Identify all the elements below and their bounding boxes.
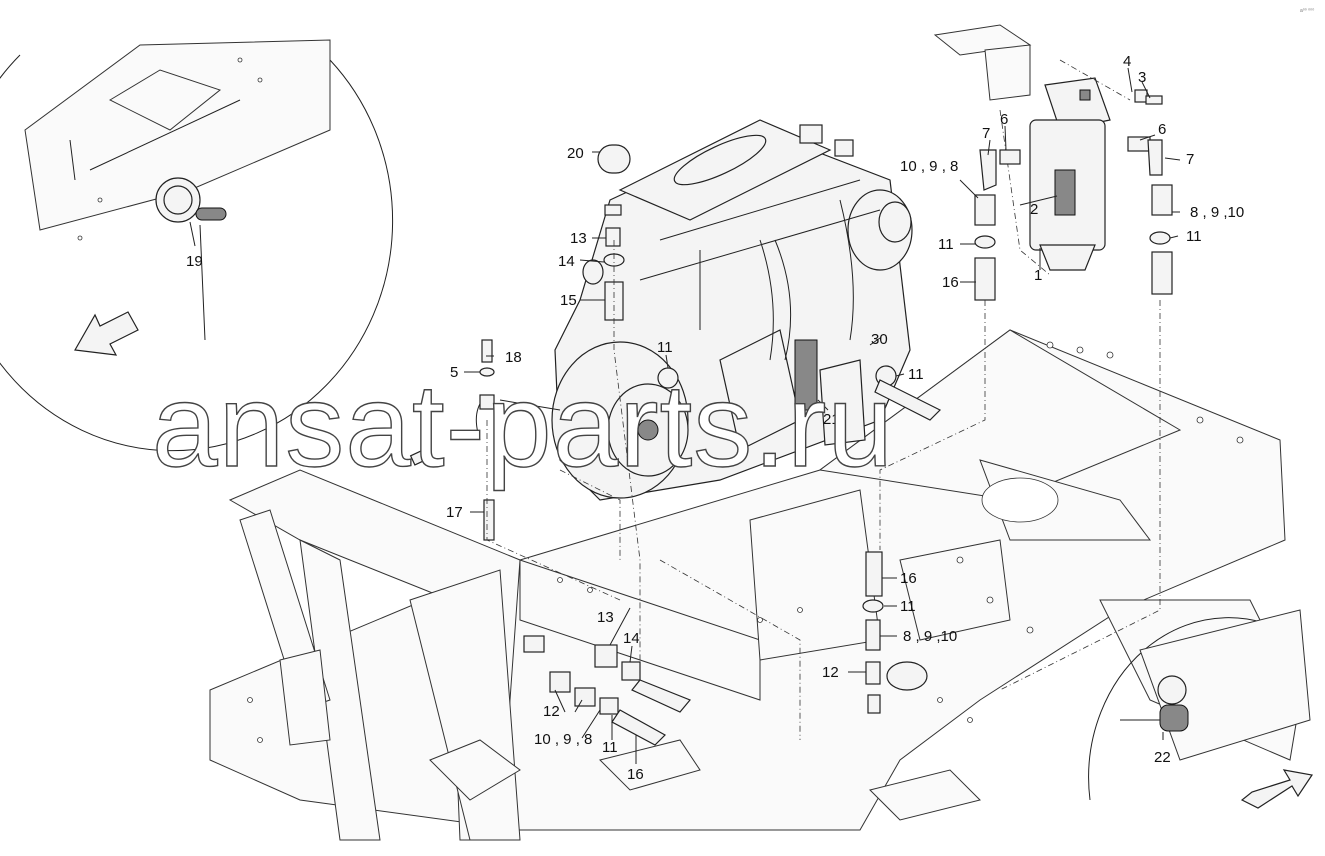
leader-lines	[189, 67, 1181, 764]
callout-7: 7	[982, 125, 990, 142]
callout-6: 6	[1000, 111, 1008, 128]
fuel-filter-assembly	[933, 24, 1131, 276]
callout-20: 20	[567, 145, 584, 162]
callout-16: 16	[627, 766, 644, 783]
callout-11: 11	[938, 236, 954, 253]
detail-circle-19	[0, 39, 394, 452]
callout-8-9-10: 8 , 9 ,10	[903, 628, 957, 645]
frame-holes	[247, 341, 1244, 743]
callout-4: 4	[1123, 53, 1131, 70]
callout-18: 18	[505, 349, 522, 366]
callout-2: 2	[1030, 201, 1038, 218]
engine	[551, 119, 913, 501]
callout-17: 17	[446, 504, 463, 521]
watermark: ansat-parts.ru	[152, 360, 894, 492]
corner-mark: a⁰⁰ ⁰⁰⁰	[1300, 8, 1314, 14]
assembly-lines	[486, 240, 1161, 740]
callout-11: 11	[1186, 228, 1202, 245]
callout-15: 15	[560, 292, 577, 309]
fittings-and-hoses	[409, 89, 1173, 746]
callout-16: 16	[942, 274, 959, 291]
callout-10-9-8: 10 , 9 , 8	[900, 158, 958, 175]
callout-19: 19	[186, 253, 203, 270]
callout-11: 11	[657, 339, 673, 356]
callout-11: 11	[602, 739, 618, 756]
callout-30: 30	[871, 331, 888, 348]
callout-13: 13	[597, 609, 614, 626]
callout-1: 1	[1034, 267, 1042, 284]
callout-3: 3	[1138, 69, 1146, 86]
callout-10-9-8: 10 , 9 , 8	[534, 731, 592, 748]
callout-11: 11	[900, 598, 916, 615]
callout-14: 14	[623, 630, 640, 647]
callout-labels: 1 2 3 4 5 6 6 7 7 10 , 9 , 8 8 , 9 ,10 8…	[186, 53, 1244, 783]
callout-21: 21	[823, 411, 840, 428]
callout-5: 5	[450, 364, 458, 381]
callout-8-9-10: 8 , 9 ,10	[1190, 204, 1244, 221]
callout-16: 16	[900, 570, 917, 587]
callout-12: 12	[543, 703, 560, 720]
callout-6: 6	[1158, 121, 1166, 138]
callout-11: 11	[908, 366, 924, 383]
callout-13: 13	[570, 230, 587, 247]
callout-14: 14	[558, 253, 575, 270]
direction-arrow-icon	[74, 311, 139, 356]
callout-12: 12	[822, 664, 839, 681]
callout-7: 7	[1186, 151, 1194, 168]
callout-22: 22	[1154, 749, 1171, 766]
detail-circle-22	[1088, 609, 1314, 809]
direction-arrow-icon	[1240, 769, 1314, 809]
